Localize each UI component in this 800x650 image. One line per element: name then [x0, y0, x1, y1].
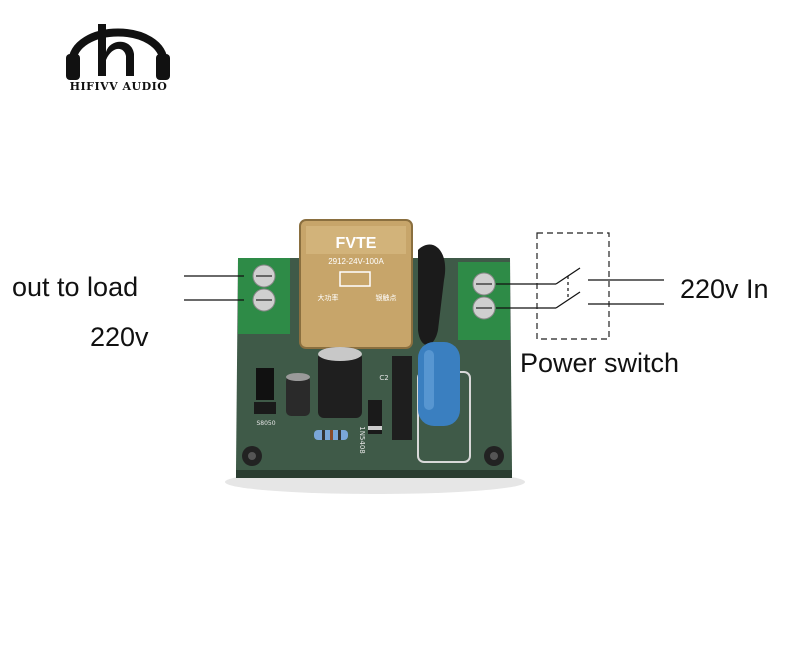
switch-contact-bottom	[555, 291, 581, 309]
screw-center	[248, 452, 256, 460]
transistor-label: S8050	[256, 420, 275, 427]
relay-model: 2912-24V-100A	[328, 257, 384, 266]
output-voltage-label: 220v	[90, 322, 149, 352]
power-component	[392, 356, 412, 440]
relay-marking-left: 大功率	[318, 293, 339, 302]
capacitor-top	[318, 347, 362, 361]
screw-center	[490, 452, 498, 460]
input-label: 220v In	[680, 274, 769, 304]
cable-sleeve	[418, 244, 446, 345]
pcb-marking: C2	[379, 374, 388, 382]
power-switch-label: Power switch	[520, 348, 680, 378]
diode	[368, 400, 382, 434]
relay-coil-symbol	[339, 271, 371, 287]
small-capacitor	[286, 376, 310, 416]
output-label: out to load	[12, 272, 139, 302]
pcb-edge	[236, 470, 512, 478]
brand-logo-text: HIFIVV AUDIO	[69, 80, 168, 93]
transistor	[256, 368, 274, 400]
relay-marking-right: 银触点	[376, 293, 397, 302]
headphones-h-icon	[66, 24, 170, 80]
relay-brand: FVTE	[336, 235, 377, 252]
diode-label: 1N5408	[358, 426, 366, 454]
electrolytic-capacitor	[318, 352, 362, 418]
power-switch-box	[536, 232, 610, 340]
